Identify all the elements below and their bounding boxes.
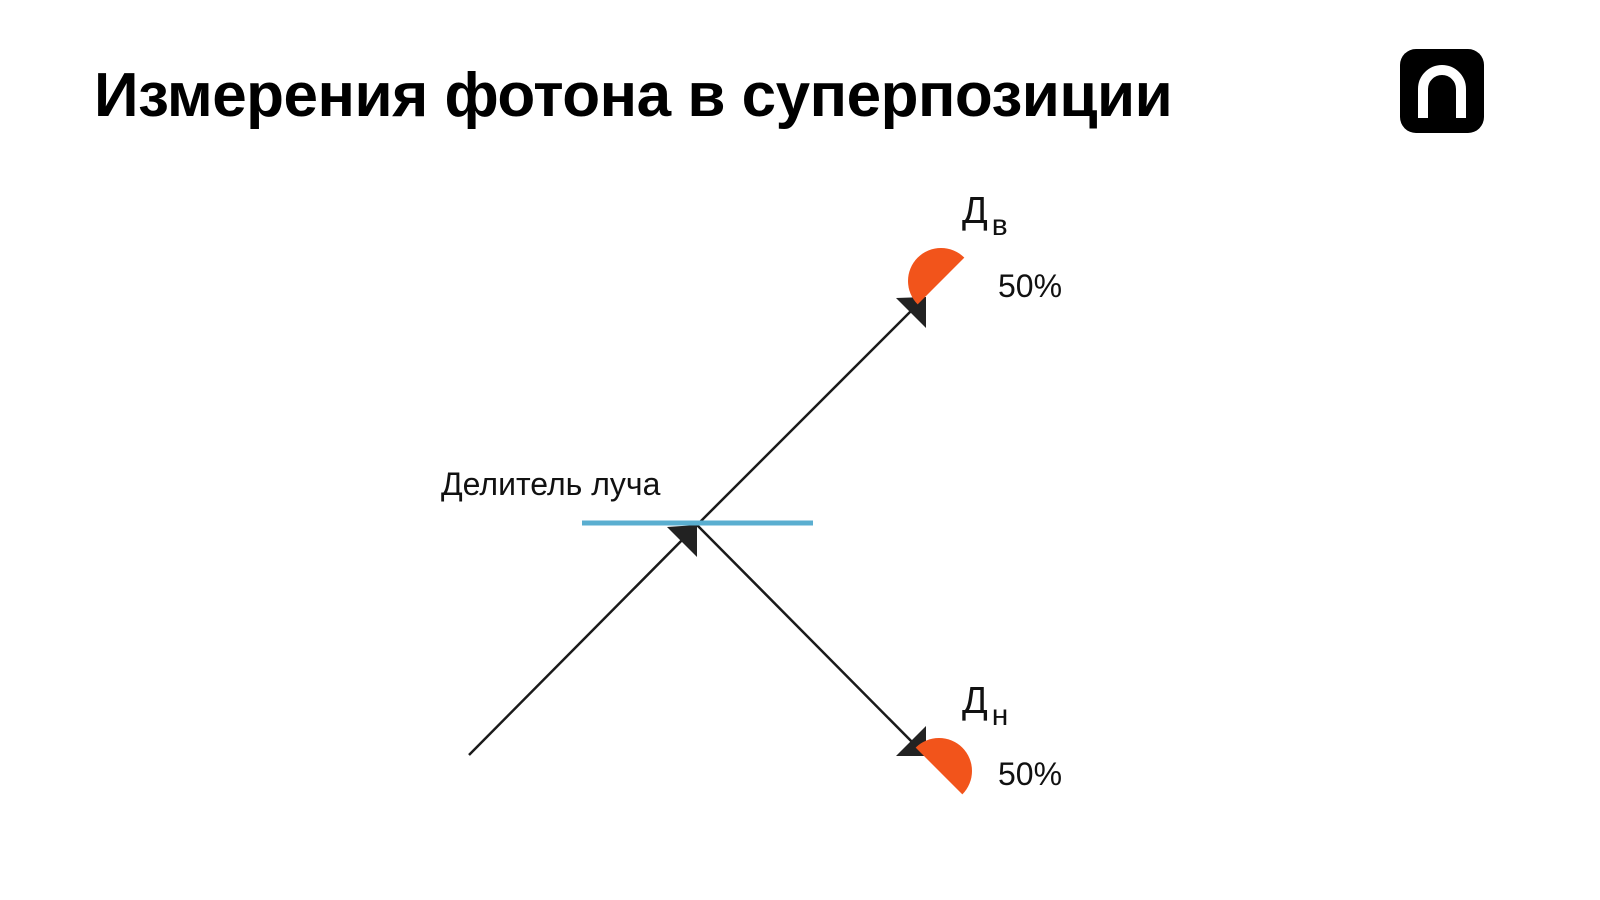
upper-beam [696, 299, 923, 526]
upper-detector-label-main: Д [962, 190, 988, 232]
lower-detector-label-sub: н [991, 699, 1009, 732]
incoming-beam [468, 524, 698, 756]
upper-detector-label-sub: в [991, 209, 1008, 242]
incoming-beam-arrowhead-icon [667, 525, 697, 557]
lower-beam [696, 524, 923, 753]
lower-detector-label-main: Д [962, 680, 988, 722]
slide-title: Измерения фотона в суперпозиции [94, 61, 1173, 130]
upper-beam-arrowhead-icon [896, 297, 926, 328]
upper-detector-icon [908, 248, 965, 305]
brand-logo-arch-icon [1400, 49, 1484, 133]
lower-detector-icon [915, 738, 972, 795]
lower-detector-probability: 50% [998, 756, 1063, 792]
beam-splitter-label: Делитель луча [441, 466, 661, 502]
upper-detector-probability: 50% [998, 268, 1063, 304]
